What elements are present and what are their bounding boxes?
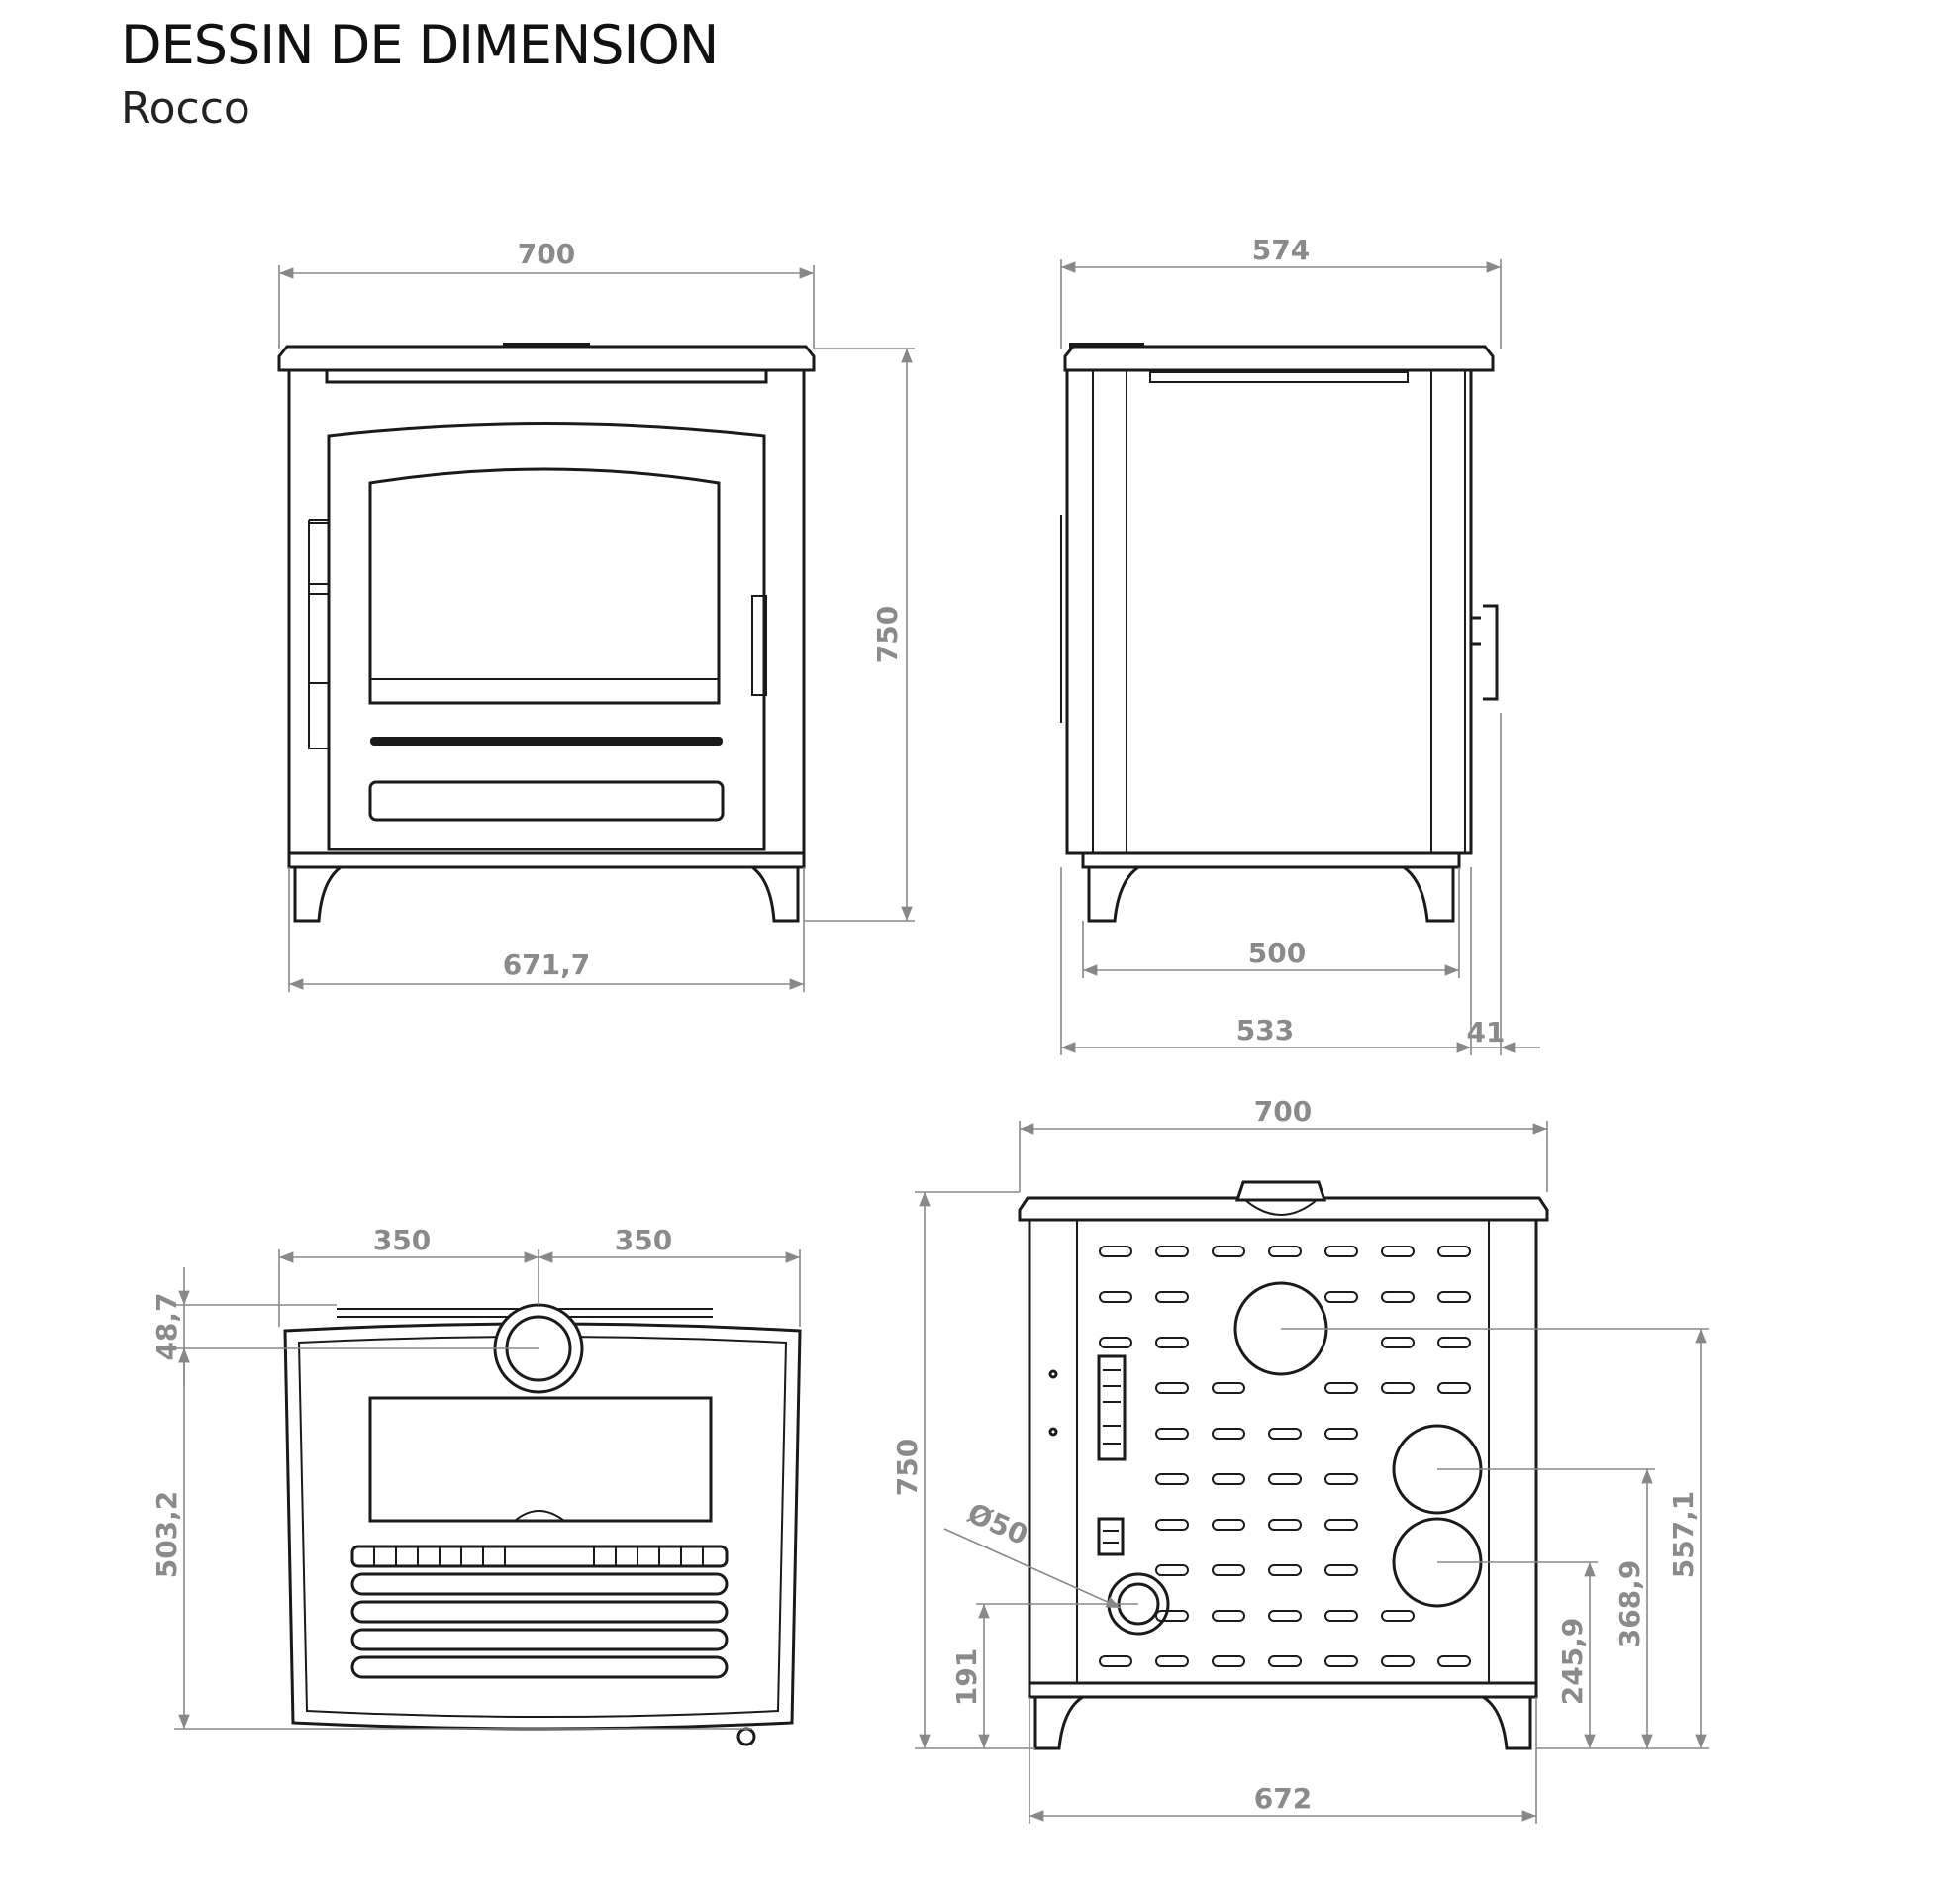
- front-width-label: 700: [518, 238, 575, 270]
- vent-slot: [1155, 1337, 1189, 1348]
- vent-slot: [1437, 1655, 1471, 1667]
- back-view: [1018, 1180, 1549, 1750]
- vent-slot: [1437, 1291, 1471, 1303]
- vent-slot: [1155, 1655, 1189, 1667]
- vent-slot: [1324, 1291, 1358, 1303]
- vent-slot: [1381, 1246, 1415, 1257]
- vent-slot: [1099, 1655, 1132, 1667]
- document-title: DESSIN DE DIMENSION: [121, 14, 719, 76]
- vent-slot: [1155, 1246, 1189, 1257]
- top-view: [283, 1303, 802, 1746]
- top-right-half-label: 350: [615, 1224, 672, 1256]
- vent-slot: [1212, 1610, 1245, 1622]
- vent-slot: [1381, 1337, 1415, 1348]
- vent-slot: [1268, 1428, 1302, 1440]
- vent-slot: [1381, 1291, 1415, 1303]
- top-view-dimensions: 350 350 48,7 503,2: [150, 1224, 801, 1730]
- back-base-width-label: 672: [1254, 1782, 1312, 1815]
- vent-slot: [1268, 1655, 1302, 1667]
- back-outlet-high-height-label: 557,1: [1667, 1491, 1700, 1579]
- vent-slot: [1099, 1246, 1132, 1257]
- side-depth-label: 574: [1252, 234, 1310, 266]
- vent-slot: [1099, 1337, 1132, 1348]
- back-view-dimensions: 700 750 Ø50 191 245,9 368,9 557,1 672: [891, 1095, 1709, 1824]
- vent-slot: [1268, 1473, 1302, 1485]
- vent-slot: [1381, 1382, 1415, 1394]
- vent-slot: [1437, 1337, 1471, 1348]
- vent-slot: [1155, 1291, 1189, 1303]
- vent-slot: [1155, 1564, 1189, 1576]
- vent-slot: [1381, 1655, 1415, 1667]
- vent-slot: [1212, 1428, 1245, 1440]
- vent-slot: [1268, 1519, 1302, 1531]
- vent-slot: [1155, 1519, 1189, 1531]
- vent-slot: [1324, 1655, 1358, 1667]
- top-flue-depth-label: 503,2: [150, 1491, 183, 1579]
- vent-slot: [1212, 1655, 1245, 1667]
- vent-slot: [1212, 1564, 1245, 1576]
- vent-slot: [1155, 1473, 1189, 1485]
- side-leg-span-label: 500: [1248, 937, 1306, 969]
- vent-slot: [1155, 1610, 1189, 1622]
- back-outlet-mid-height-label: 368,9: [1614, 1560, 1646, 1648]
- vent-slot: [1381, 1610, 1415, 1622]
- vent-slot: [1155, 1428, 1189, 1440]
- side-handle-offset-label: 41: [1467, 1016, 1506, 1048]
- vent-slot: [1268, 1246, 1302, 1257]
- vent-slot: [1324, 1473, 1358, 1485]
- back-air-inlet-height-label: 191: [950, 1648, 983, 1706]
- vent-slot: [1324, 1428, 1358, 1440]
- vent-slot: [1324, 1564, 1358, 1576]
- side-view-dimensions: 574 500 533 41: [1060, 234, 1540, 1055]
- vent-slot: [1437, 1246, 1471, 1257]
- vent-slot: [1324, 1382, 1358, 1394]
- vent-slot: [1268, 1610, 1302, 1622]
- vent-slot: [1212, 1382, 1245, 1394]
- back-height-label: 750: [891, 1439, 924, 1496]
- vent-slot: [1212, 1473, 1245, 1485]
- vent-slot: [1324, 1610, 1358, 1622]
- vent-slot: [1324, 1246, 1358, 1257]
- back-diameter-label: Ø50: [962, 1496, 1032, 1551]
- front-height-label: 750: [871, 606, 904, 663]
- side-body-depth-label: 533: [1236, 1014, 1294, 1047]
- top-flue-offset-label: 48,7: [150, 1292, 183, 1360]
- back-width-label: 700: [1254, 1095, 1312, 1128]
- product-name: Rocco: [121, 83, 250, 134]
- vent-slot: [1099, 1291, 1132, 1303]
- vent-slot: [1268, 1564, 1302, 1576]
- vent-slot: [1437, 1382, 1471, 1394]
- vent-slot: [1212, 1519, 1245, 1531]
- vent-slot: [1212, 1246, 1245, 1257]
- front-view: [277, 343, 816, 923]
- front-view-dimensions: 700 750 671,7: [278, 238, 915, 992]
- vent-slot: [1155, 1382, 1189, 1394]
- back-outlet-low-height-label: 245,9: [1556, 1618, 1589, 1706]
- side-view: [1060, 343, 1499, 923]
- front-base-width-label: 671,7: [503, 948, 591, 981]
- top-left-half-label: 350: [373, 1224, 431, 1256]
- vent-slot: [1324, 1519, 1358, 1531]
- back-vent-slots: [1099, 1246, 1471, 1667]
